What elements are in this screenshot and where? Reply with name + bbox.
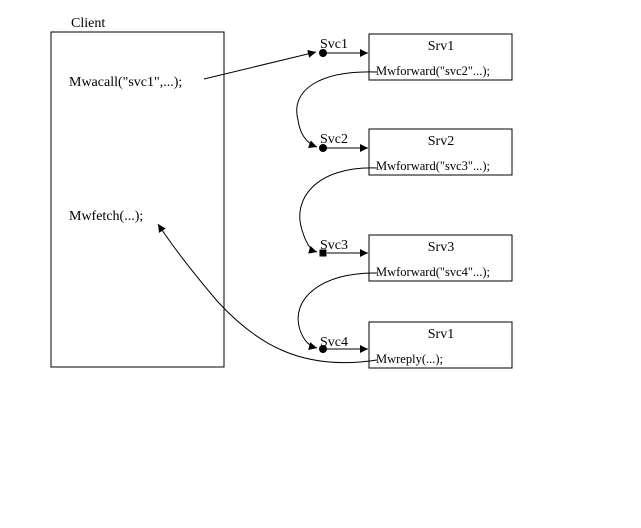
service-port-dot (319, 49, 327, 57)
server-name: Srv1 (428, 327, 454, 342)
server-action-text: Mwreply(...); (376, 352, 443, 366)
server-name: Srv1 (428, 39, 454, 54)
service-label: Svc3 (320, 238, 348, 253)
server-action-text: Mwforward("svc4"...); (376, 265, 490, 279)
service-label: Svc1 (320, 37, 348, 52)
forward-arrow-3 (297, 272, 378, 350)
client-fetch-text: Mwfetch(...); (69, 209, 143, 224)
server-action-text: Mwforward("svc2"...); (376, 64, 490, 78)
client-box: Client Mwacall("svc1",...); Mwfetch(...)… (50, 16, 225, 368)
server-action-text: Mwforward("svc3"...); (376, 159, 490, 173)
reply-arrow (157, 223, 378, 364)
forward-arrow-1 (296, 71, 378, 149)
service-label: Svc4 (320, 335, 348, 350)
server-box-4: Srv1 Mwreply(...); Svc4 (319, 321, 513, 369)
client-title: Client (71, 16, 105, 31)
forward-arrow-2 (299, 167, 378, 254)
service-port-dot (319, 144, 327, 152)
service-port-dot (319, 345, 327, 353)
server-name: Srv2 (428, 134, 454, 149)
call-arrow (203, 49, 317, 80)
server-box-2: Srv2 Mwforward("svc3"...); Svc2 (319, 128, 513, 176)
client-call-text: Mwacall("svc1",...); (69, 75, 182, 90)
server-box-3: Srv3 Mwforward("svc4"...); Svc3 (319, 234, 513, 282)
server-box-1: Srv1 Mwforward("svc2"...); Svc1 (319, 33, 513, 81)
service-port-dot (319, 249, 327, 257)
server-name: Srv3 (428, 240, 454, 255)
service-label: Svc2 (320, 132, 348, 147)
